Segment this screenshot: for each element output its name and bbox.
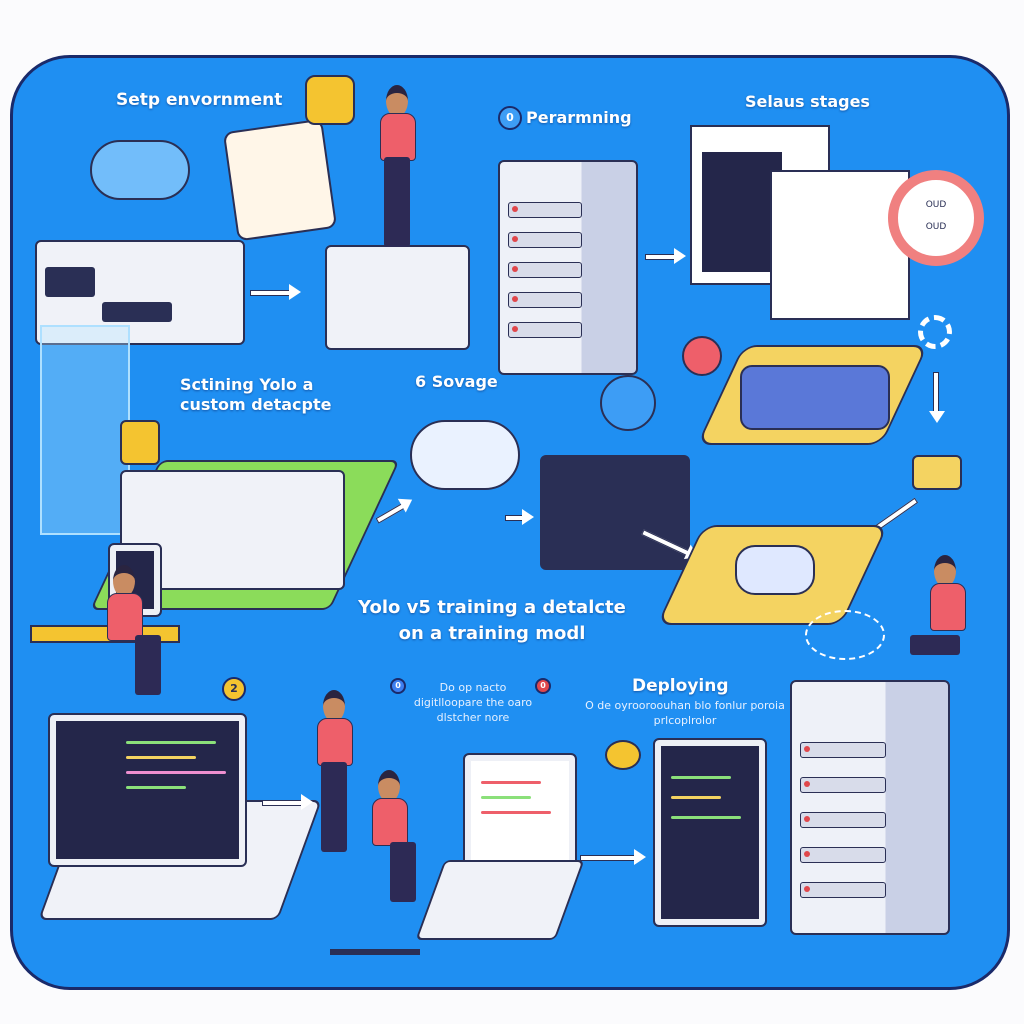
network-nodes-icon: [805, 610, 885, 660]
laptop-screen: [463, 753, 577, 877]
warning-card: [120, 420, 160, 465]
label-deploying: Deploying: [632, 676, 729, 696]
environment-machine: [35, 240, 245, 345]
arrow-icon: [580, 849, 646, 865]
arrow-icon: [505, 509, 534, 525]
label-pretraining: Perarmning: [526, 108, 632, 127]
gauge-icon: OUD OUD: [888, 170, 984, 266]
arrow-icon: [262, 794, 313, 810]
label-doc: Do op nacto digitlloopare the oaro dlstc…: [413, 681, 533, 724]
badge-step-2: 2: [222, 677, 246, 701]
badge-pretraining: 0: [498, 106, 522, 130]
laptop-keyboard: [415, 860, 585, 940]
label-training-custom: Sctining Yolo a custom detacpte: [180, 375, 332, 414]
model-icon: [735, 545, 815, 595]
dataset-blocks: [740, 365, 890, 430]
glass-panel: [40, 325, 130, 535]
badge-doc-right: 0: [535, 678, 551, 694]
deploy-monitor: [653, 738, 767, 927]
badge-doc-left: 0: [390, 678, 406, 694]
label-yolo-training: Yolo v5 training a detalcte on a trainin…: [358, 597, 626, 644]
gpu-box: [540, 455, 690, 570]
record-icon: [682, 336, 722, 376]
settings-card: [222, 118, 338, 242]
storage-cloud-icon: [410, 420, 520, 490]
main-monitor: [48, 713, 247, 867]
lock-icon: [600, 375, 656, 431]
label-deploying-desc: O de oyrooroouhan blo fonlur poroia prlc…: [585, 699, 785, 727]
cloud-icon: [90, 140, 190, 200]
arrow-icon: [933, 372, 939, 414]
office-chair: [330, 880, 420, 955]
pedestal-machine: [325, 245, 470, 350]
label-setup-environment: Setp envornment: [116, 90, 283, 110]
arrow-icon: [645, 248, 686, 264]
deployment-server: [790, 680, 950, 935]
arrow-icon: [250, 284, 301, 300]
label-storage: 6 Sovage: [415, 372, 498, 391]
label-stages: Selaus stages: [745, 92, 870, 111]
tablet-icon: [305, 75, 355, 125]
coin-icon: [605, 740, 641, 770]
server-rack: [498, 160, 638, 375]
gear-icon: [918, 315, 952, 349]
code-document: [770, 170, 910, 320]
small-module: [912, 455, 962, 490]
